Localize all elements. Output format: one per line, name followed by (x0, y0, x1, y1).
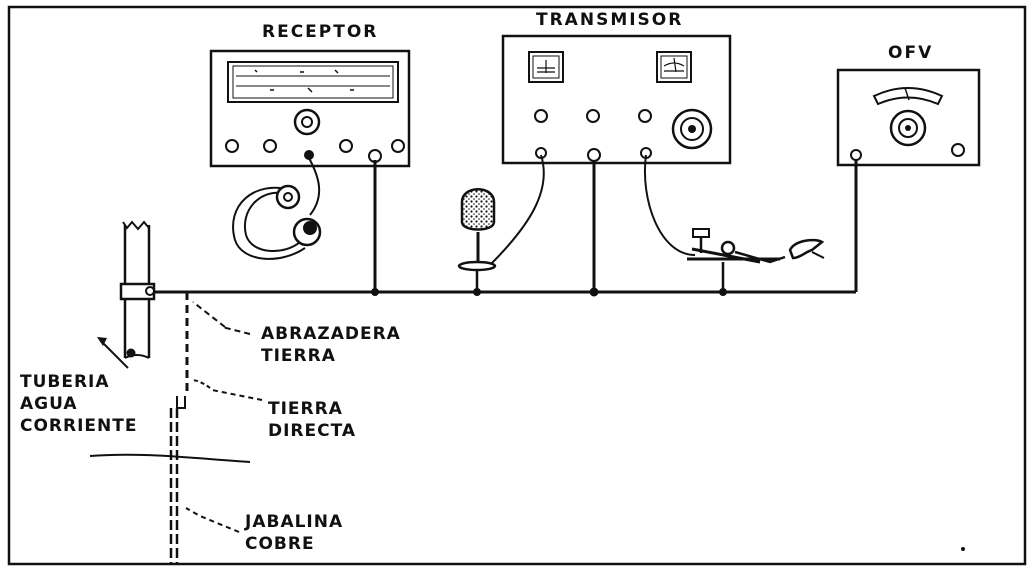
abrazadera-label-line1: ABRAZADERA (261, 324, 401, 344)
ofv-label: OFV (888, 43, 933, 63)
abrazadera-label-line2: TIERRA (261, 346, 336, 366)
stray-mark (961, 547, 965, 551)
tierra-directa-label-line2: DIRECTA (268, 421, 356, 441)
receiver-radio-icon (209, 49, 411, 168)
tuberia-label-line2: AGUA (20, 394, 78, 414)
headphones-icon (232, 157, 322, 260)
ground-rod-icon (89, 292, 251, 565)
tuberia-label-line1: TUBERIA (20, 372, 110, 392)
water-pipe-icon (119, 220, 156, 359)
microphone-icon (457, 154, 545, 292)
tuberia-label-line3: CORRIENTE (20, 416, 137, 436)
tierra-directa-label-line1: TIERRA (268, 399, 343, 419)
vfo-oscillator-icon (836, 68, 981, 167)
receptor-label: RECEPTOR (262, 22, 378, 42)
transmitter-icon (501, 34, 732, 165)
ground-bus-wire (155, 159, 858, 297)
transmisor-label: TRANSMISOR (536, 10, 683, 30)
telegraph-key-icon (644, 154, 825, 292)
leader-lines (97, 301, 263, 533)
diagram-frame (7, 5, 1027, 566)
jabalina-label-line1: JABALINA (244, 512, 343, 532)
jabalina-label-line2: COBRE (245, 534, 315, 554)
